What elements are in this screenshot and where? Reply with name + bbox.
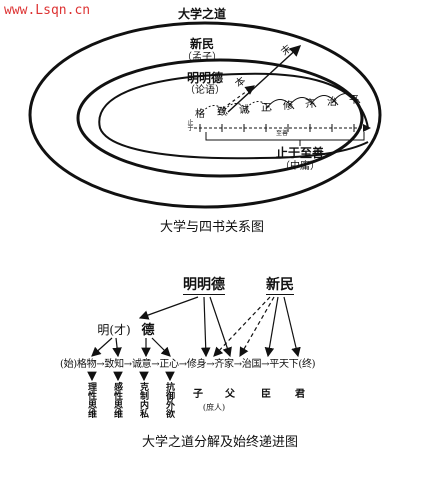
goal-label: 止于至善 [275, 146, 325, 160]
step-arcs [199, 93, 361, 116]
outer-ellipse [28, 21, 382, 209]
inner-arc [98, 72, 369, 160]
step-qi: 齐 [305, 99, 315, 110]
zhi-mid-mark: 至善 [276, 130, 289, 137]
step-zhi2: 治 [327, 97, 337, 108]
fig2-chain: (始)格物→致知→诚意→正心→修身→齐家→治国→平天下(终) [60, 359, 316, 370]
step-xiu: 修 [283, 101, 293, 112]
mingmingde-label: 明明德 [186, 71, 224, 85]
fig2-ming-cai: 明(才) [97, 323, 131, 337]
figure1-caption: 大学与四书关系图 [159, 220, 265, 235]
watermark: www.Lsqn.cn [4, 3, 91, 18]
zhi-left-mark: 止于 [186, 119, 193, 131]
fig2-role-fu: 父 [225, 389, 235, 400]
fig2-de: 德 [141, 323, 155, 338]
figure2-lines [87, 296, 301, 382]
step-ping: 平 [349, 95, 359, 106]
middle-ellipse [76, 58, 364, 178]
outer-title: 大学之道 [177, 7, 227, 21]
mo-arrow [227, 45, 302, 113]
fig2-label-rational: 理性思维 [86, 382, 96, 418]
step-zheng: 正 [261, 103, 271, 114]
fig2-mingmingde: 明明德 [183, 277, 225, 295]
fig2-role-sub: (庶人) [202, 403, 226, 412]
figure2-caption: 大学之道分解及始终递进图 [141, 435, 299, 450]
goal-source: （中庸） [280, 161, 320, 172]
step-zhi: 致 [217, 107, 227, 118]
fig2-xinmin: 新民 [266, 277, 294, 295]
goal-bracket [205, 132, 365, 141]
step-cheng: 诚 [239, 105, 249, 116]
ben-arrow [217, 85, 255, 113]
fig2-role-chen: 臣 [261, 389, 271, 400]
fig2-role-zi: 子 [193, 389, 203, 400]
step-ge: 格 [195, 109, 205, 120]
mingmingde-source: （论语） [185, 85, 225, 96]
step-ticks [199, 124, 355, 132]
fig2-role-jun: 君 [295, 389, 305, 400]
xinmin-source: （孟子） [182, 52, 222, 63]
fig2-label-resist: 抗御外欲 [164, 382, 174, 418]
xinmin-label: 新民 [189, 37, 215, 51]
fig2-label-restrain: 克制内私 [138, 382, 148, 418]
fig2-label-perceptual: 感性思维 [112, 382, 122, 418]
